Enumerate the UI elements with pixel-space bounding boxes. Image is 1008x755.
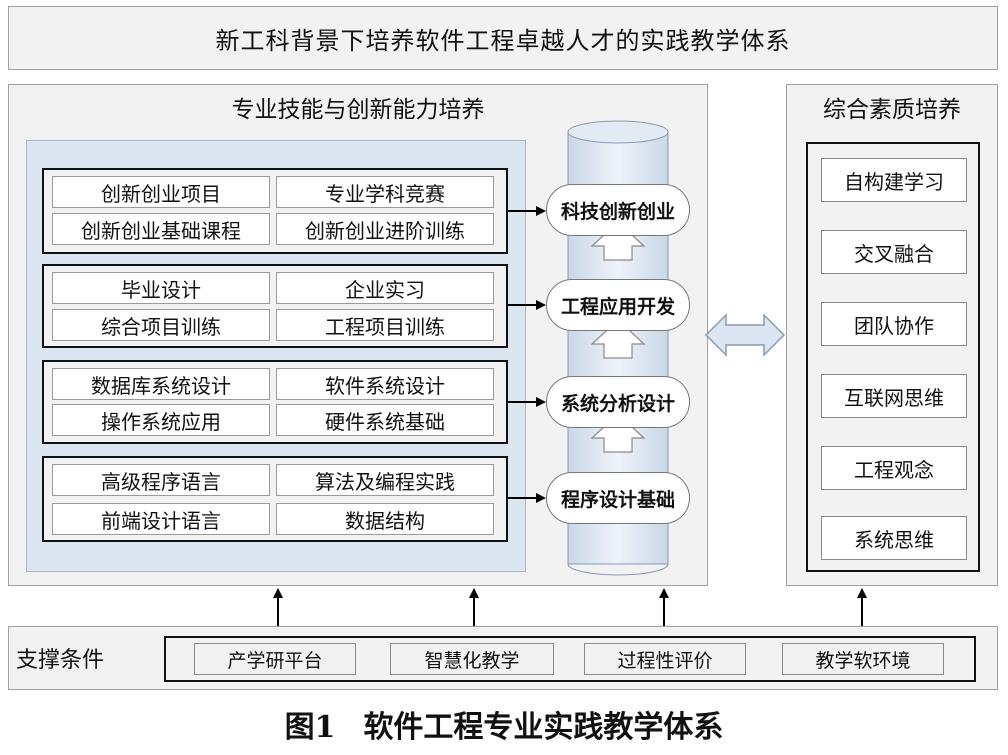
quality-item: 工程观念 [821, 446, 967, 490]
stage-programming: 程序设计基础 [546, 472, 690, 524]
cell-innovation-project: 创新创业项目 [52, 176, 270, 208]
cell-innovation-advanced: 创新创业进阶训练 [276, 213, 494, 245]
quality-item: 互联网思维 [821, 374, 967, 418]
quality-item: 交叉融合 [821, 230, 967, 274]
cell-integrated-project: 综合项目训练 [52, 309, 270, 341]
cell-advanced-language: 高级程序语言 [52, 464, 270, 496]
double-arrow-icon [704, 313, 786, 357]
quality-panel-title: 综合素质培养 [823, 97, 961, 123]
stage-system: 系统分析设计 [546, 376, 690, 428]
quality-group [806, 142, 980, 572]
support-label: 支撑条件 [16, 648, 105, 673]
stage-engineering: 工程应用开发 [546, 279, 690, 331]
cell-innovation-basic: 创新创业基础课程 [52, 213, 270, 245]
up-arrow-icon [590, 319, 646, 359]
figure-caption: 图1 软件工程专业实践教学体系 [0, 698, 1008, 750]
cell-hardware-basic: 硬件系统基础 [276, 404, 494, 436]
cell-engineering-project: 工程项目训练 [276, 309, 494, 341]
support-item: 智慧化教学 [390, 643, 554, 675]
cell-os-application: 操作系统应用 [52, 404, 270, 436]
cell-data-structure: 数据结构 [276, 503, 494, 535]
skills-panel-title: 专业技能与创新能力培养 [231, 97, 485, 123]
stage-innovation: 科技创新创业 [546, 184, 690, 236]
support-item: 产学研平台 [194, 643, 356, 675]
cell-database-design: 数据库系统设计 [52, 368, 270, 400]
figure-number: 图1 [284, 710, 336, 745]
figure-caption-text: 软件工程专业实践教学体系 [363, 710, 724, 745]
quality-item: 自构建学习 [821, 158, 967, 202]
quality-item: 团队协作 [821, 302, 967, 346]
quality-item: 系统思维 [821, 516, 967, 560]
cell-algorithm-practice: 算法及编程实践 [276, 464, 494, 496]
cell-graduation-design: 毕业设计 [52, 272, 270, 304]
cell-competition: 专业学科竞赛 [276, 176, 494, 208]
cell-software-design: 软件系统设计 [276, 368, 494, 400]
support-item: 教学软环境 [782, 643, 944, 675]
diagram-title: 新工科背景下培养软件工程卓越人才的实践教学体系 [8, 6, 998, 70]
support-item: 过程性评价 [584, 643, 746, 675]
cell-frontend-language: 前端设计语言 [52, 503, 270, 535]
cell-internship: 企业实习 [276, 272, 494, 304]
